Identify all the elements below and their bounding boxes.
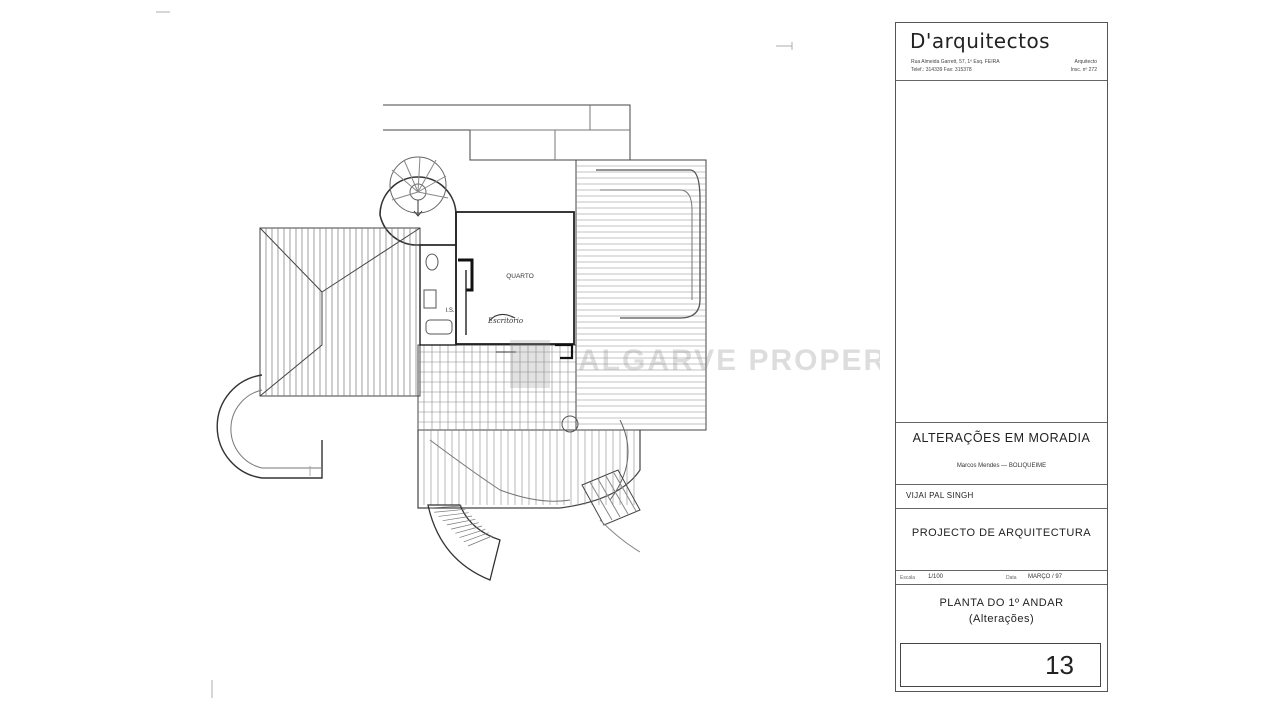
hatch-line: [459, 528, 486, 538]
sheet-subtitle: (Alterações): [968, 613, 1035, 625]
blank-area: [896, 81, 1107, 423]
hatch-line: [438, 512, 469, 517]
sheet-title-cell: PLANTA DO 1º ANDAR (Alterações): [896, 585, 1107, 641]
client-cell: VIJAI PAL SINGH: [896, 485, 1107, 509]
firm-role: Arquitecto: [1074, 59, 1097, 65]
project-cell: ALTERAÇÕES EM MORADIA Marcos Mendes — BO…: [896, 423, 1107, 485]
hatch-line: [442, 515, 473, 522]
project-title: ALTERAÇÕES EM MORADIA: [912, 431, 1091, 445]
floor-plan-drawing: QUARTO I.S. Escritório ALGARVE PROPERTY: [156, 11, 880, 698]
watermark-logo: ALGARVE PROPERTY: [510, 340, 880, 388]
wc-walls: [419, 244, 457, 346]
firm-header: D'arquitectos Rua Almeida Garrett, 57, 1…: [896, 23, 1107, 81]
room-label-quarto: QUARTO: [506, 273, 534, 280]
scale-value: 1/100: [928, 574, 944, 580]
hatch-line: [467, 535, 493, 547]
semicircle-terrace: [216, 374, 323, 479]
sheet-number-box: 13: [900, 643, 1101, 687]
client-name: VIJAI PAL SINGH: [906, 491, 974, 500]
firm-phone: Telef.: 314339 Fax: 315378: [911, 67, 972, 73]
firm-address: Rua Almeida Garrett, 57, 1º Esq. FEIRA: [911, 59, 1000, 65]
project-owner-location: Marcos Mendes — BOLIQUEIME: [956, 463, 1047, 469]
watermark-text: ALGARVE PROPERTY: [578, 344, 880, 377]
hatch-line: [434, 508, 466, 513]
firm-registration: Insc. nº 272: [1070, 67, 1097, 73]
sheet-title: PLANTA DO 1º ANDAR: [939, 597, 1064, 609]
title-block: D'arquitectos Rua Almeida Garrett, 57, 1…: [895, 22, 1108, 692]
hatch-line: [451, 522, 479, 530]
upper-roof-outline: [383, 104, 631, 161]
spiral-staircase-top: [379, 156, 457, 246]
handwritten-note: Escritório: [487, 317, 523, 325]
date-label: Data: [1006, 575, 1017, 581]
roof-right: [575, 159, 707, 431]
scale-date-cell: Escala 1/100 Data MARÇO / 97: [896, 571, 1107, 585]
scale-label: Escala: [900, 575, 916, 581]
date-value: MARÇO / 97: [1028, 574, 1063, 580]
hatch-line: [429, 505, 463, 509]
hatch-line: [455, 525, 483, 534]
diagonal-staircase: [581, 469, 641, 553]
spiral-staircase-bottom: [427, 504, 501, 581]
sheet-number: 13: [1045, 650, 1074, 680]
document-type-cell: PROJECTO DE ARQUITECTURA: [896, 509, 1107, 571]
room-label-wc: I.S.: [445, 308, 454, 314]
firm-name: D'arquitectos: [910, 29, 1051, 53]
hatch-line: [463, 532, 489, 543]
document-type: PROJECTO DE ARQUITECTURA: [911, 527, 1092, 539]
hatch-line: [446, 518, 476, 526]
